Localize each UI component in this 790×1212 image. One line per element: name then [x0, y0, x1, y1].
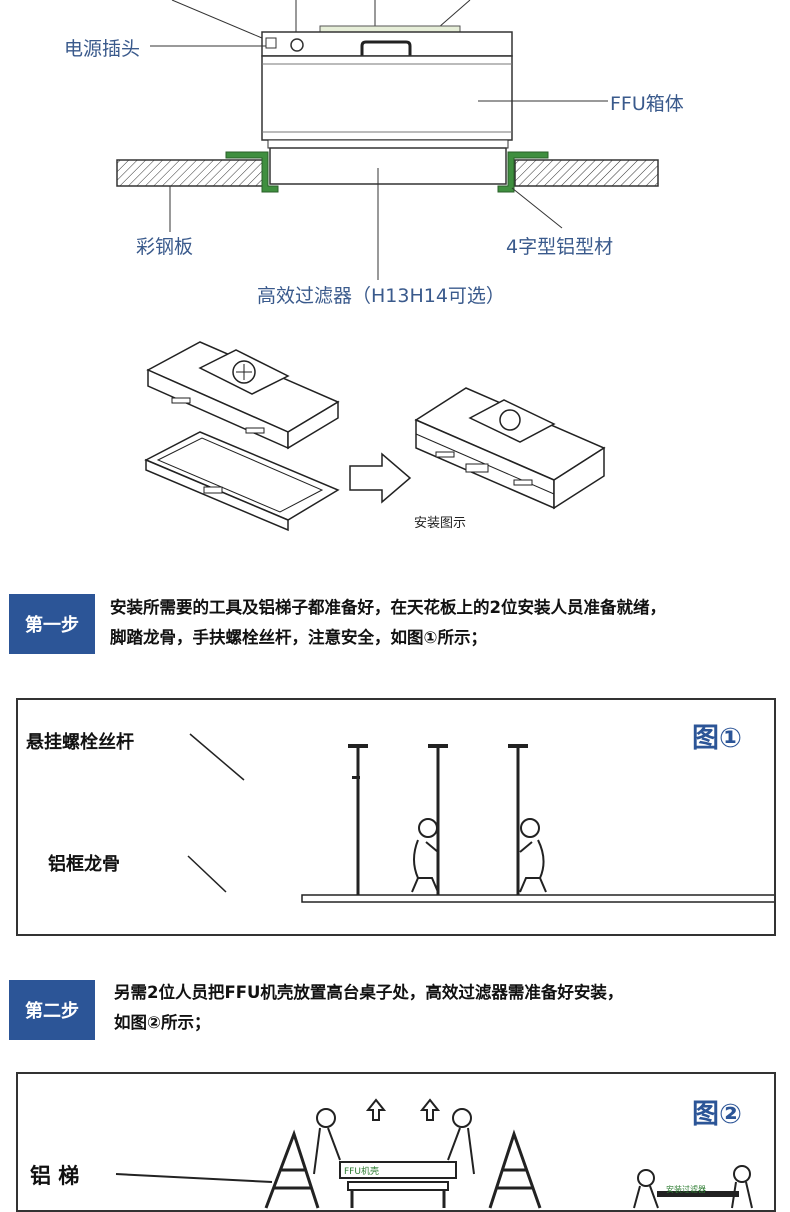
step1-text: 安装所需要的工具及铝梯子都准备好，在天花板上的2位安装人员准备就绪， 脚踏龙骨，… — [110, 593, 666, 653]
figure2-drawing — [115, 1098, 753, 1209]
step2-text: 另需2位人员把FFU机壳放置高台桌子处，高效过滤器需准备好安装， 如图②所示； — [114, 978, 623, 1038]
figure1-drawing — [187, 733, 774, 903]
figure2-panel: 图② 铝 梯 FFU机壳 安装过滤器 — [16, 1072, 776, 1212]
figure2-ladder-label: 铝 梯 — [30, 1164, 80, 1188]
figure2-label: 图② — [692, 1099, 742, 1130]
step1-badge: 第一步 — [9, 594, 95, 654]
hepa-filter-label: 高效过滤器（H13H14可选） — [257, 285, 505, 307]
installation-caption: 安装图示 — [414, 516, 467, 531]
installation-drawing — [144, 341, 606, 532]
steel-panel-label: 彩钢板 — [136, 236, 194, 258]
installation-illustration: 安装图示 — [0, 340, 790, 550]
aluminum-profile-label: 4字型铝型材 — [506, 236, 614, 258]
step2-line2: 如图②所示； — [114, 1013, 211, 1032]
figure1-frame-label: 铝框龙骨 — [48, 854, 120, 875]
step1-line1: 安装所需要的工具及铝梯子都准备好，在天花板上的2位安装人员准备就绪， — [110, 598, 666, 617]
power-plug-label: 电源插头 — [64, 38, 141, 60]
figure2-box-label: FFU机壳 — [344, 1167, 379, 1177]
step1-line2: 脚踏龙骨，手扶螺栓丝杆，注意安全，如图①所示； — [110, 628, 487, 647]
ffu-ceiling-drawing — [116, 0, 659, 280]
figure2-side-label: 安装过滤器 — [666, 1185, 706, 1194]
step2-line1: 另需2位人员把FFU机壳放置高台桌子处，高效过滤器需准备好安装， — [114, 983, 624, 1002]
figure1-label: 图① — [692, 723, 742, 754]
figure1-panel: 图① 悬挂螺栓丝杆 铝框龙骨 — [16, 698, 776, 936]
step2-badge: 第二步 — [9, 980, 95, 1040]
figure1-rod-label: 悬挂螺栓丝杆 — [26, 732, 134, 753]
ffu-ceiling-diagram: 电源插头 FFU箱体 彩钢板 4字型铝型材 高效过滤器（H13H14可选） — [0, 0, 790, 320]
ffu-box-label: FFU箱体 — [610, 93, 684, 115]
